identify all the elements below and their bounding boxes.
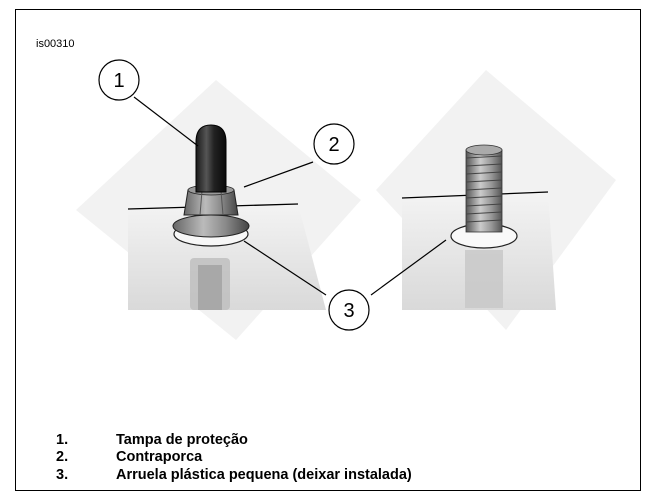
legend-text: Arruela plástica pequena (deixar instala… <box>116 466 412 483</box>
legend-item: 2. Contraporca <box>56 449 412 467</box>
legend-text: Tampa de proteção <box>116 431 248 448</box>
figure-id: is00310 <box>36 38 75 50</box>
protective-cap <box>195 124 227 193</box>
legend-number: 2. <box>56 449 69 466</box>
legend-number: 1. <box>56 431 69 448</box>
figure-illustration: 1 2 3 <box>76 59 616 340</box>
leader-2 <box>243 161 314 188</box>
callout-2: 2 <box>313 123 355 165</box>
callout-3: 3 <box>328 289 370 331</box>
legend-item: 3. Arruela plástica pequena (deixar inst… <box>56 466 412 484</box>
leader-3b <box>370 239 447 296</box>
leader-3a <box>243 240 327 296</box>
figure-frame: is00310 <box>15 9 641 491</box>
svg-text:3: 3 <box>343 300 354 322</box>
leader-1 <box>133 96 199 147</box>
threaded-stud <box>465 149 503 233</box>
svg-text:2: 2 <box>328 134 339 156</box>
callout-1: 1 <box>98 59 140 101</box>
legend-text: Contraporca <box>116 449 203 466</box>
svg-text:1: 1 <box>113 70 124 92</box>
legend-number: 3. <box>56 466 69 483</box>
legend-item: 1. Tampa de proteção <box>56 431 412 449</box>
legend-list: 1. Tampa de proteção 2. Contraporca 3. A… <box>56 431 412 484</box>
